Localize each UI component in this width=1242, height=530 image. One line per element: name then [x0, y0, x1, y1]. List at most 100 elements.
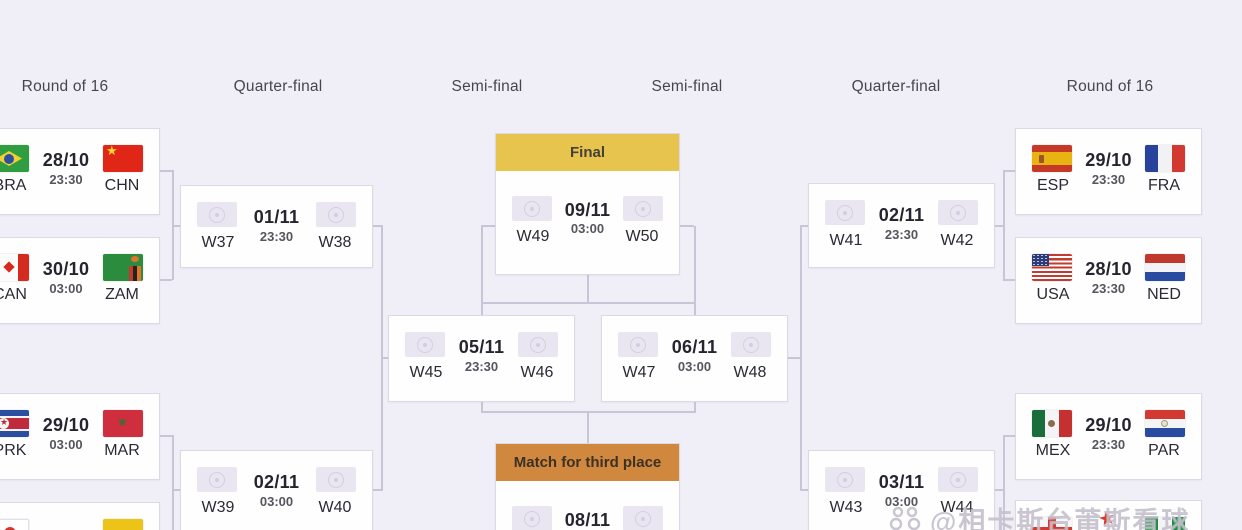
final-banner: Final — [496, 134, 679, 171]
team-code-away: CHN — [104, 177, 140, 194]
match-card-r16-right-2[interactable]: 28/10 23:30 USA NED — [1015, 237, 1202, 324]
connector-line — [172, 489, 180, 491]
column-header-quarter-final-left: Quarter-final — [233, 78, 323, 95]
match-date: 02/11 — [253, 472, 300, 492]
match-card-r16-left-3[interactable]: 29/10 03:00 PRK MAR — [0, 393, 160, 480]
match-date: 02/11 — [878, 205, 925, 225]
placeholder-flag — [938, 200, 978, 225]
placeholder-flag — [623, 196, 663, 221]
placeholder-flag — [618, 332, 658, 357]
match-time: 23:30 — [1091, 172, 1126, 187]
team-code-home: W43 — [829, 499, 863, 516]
connector-line — [172, 435, 174, 530]
match-date: 06/11 — [671, 337, 718, 357]
connector-line — [373, 225, 381, 227]
flag-zam — [103, 254, 143, 281]
team-code-away: FRA — [1148, 177, 1180, 194]
team-code-away: ZAM — [105, 286, 139, 303]
match-card-r16-right-1[interactable]: 29/10 23:30 ESP FRA — [1015, 128, 1202, 215]
connector-line — [694, 402, 696, 412]
match-card-r16-left-2[interactable]: 30/10 03:00 CAN ZAM — [0, 237, 160, 324]
match-card-semi-final-left[interactable]: 05/11 23:30 W45 W46 — [388, 315, 575, 402]
column-header-round-of-16-left: Round of 16 — [21, 78, 109, 95]
match-time: 03:00 — [884, 494, 919, 509]
match-date: 28/10 — [42, 150, 90, 170]
team-code-away: W40 — [318, 499, 352, 516]
match-time: 23:30 — [259, 229, 294, 244]
match-card-r16-right-4[interactable] — [1015, 500, 1202, 530]
team-code-home: USA — [1036, 286, 1070, 303]
team-code-home: W49 — [516, 228, 550, 245]
placeholder-flag — [825, 467, 865, 492]
team-code-home: W47 — [622, 364, 656, 381]
flag-chn — [103, 145, 143, 172]
flag-usa — [1032, 254, 1072, 281]
connector-line — [160, 170, 172, 172]
flag-mar — [103, 410, 143, 437]
connector-line — [481, 402, 483, 412]
team-code-away: W44 — [940, 499, 974, 516]
match-card-qf-right-1[interactable]: 02/11 23:30 W41 W42 — [808, 183, 995, 268]
connector-line — [1003, 170, 1015, 172]
watermark: @相卡斯台莆斯看球 — [888, 500, 1190, 530]
match-time: 23:30 — [49, 172, 83, 187]
connector-line — [680, 225, 694, 227]
connector-line — [1003, 170, 1005, 280]
placeholder-flag — [197, 467, 237, 492]
placeholder-flag — [512, 196, 552, 221]
connector-line — [481, 226, 483, 316]
team-code-home: W45 — [409, 364, 443, 381]
flag-fra — [1145, 145, 1185, 172]
placeholder-flag — [512, 506, 552, 530]
match-date: 09/11 — [564, 200, 611, 220]
placeholder-flag — [316, 467, 356, 492]
column-header-quarter-final-right: Quarter-final — [851, 78, 941, 95]
paw-icon — [889, 506, 921, 530]
match-card-r16-right-3[interactable]: 29/10 23:30 MEX PAR — [1015, 393, 1202, 480]
flag-prk — [0, 410, 29, 437]
connector-line — [587, 411, 589, 443]
team-code-away: W50 — [625, 228, 659, 245]
watermark-handle: @相卡斯台莆斯看球 — [930, 507, 1191, 530]
match-time: 23:30 — [464, 359, 499, 374]
match-date: 01/11 — [253, 207, 300, 227]
team-code-home: PRK — [0, 442, 27, 459]
team-code-home: ESP — [1036, 177, 1069, 194]
match-card-qf-right-2[interactable]: 03/11 03:00 W43 W44 — [808, 450, 995, 530]
placeholder-flag — [938, 467, 978, 492]
flag-mex — [1032, 410, 1072, 437]
connector-line — [172, 225, 180, 227]
match-time: 23:30 — [1091, 281, 1126, 296]
flag-par — [1145, 410, 1185, 437]
connector-line — [694, 226, 696, 316]
flag-eng — [1032, 517, 1072, 530]
column-header-semi-final-right: Semi-final — [651, 78, 723, 95]
match-card-final[interactable]: Final 09/11 03:00 W49 W50 — [495, 133, 680, 275]
placeholder-flag — [518, 332, 558, 357]
team-code-away: W46 — [520, 364, 554, 381]
match-time: 03:00 — [49, 437, 83, 452]
match-card-qf-left-1[interactable]: 01/11 23:30 W37 W38 — [180, 185, 373, 268]
team-code-home: CAN — [0, 286, 27, 303]
connector-line — [995, 225, 1003, 227]
match-date: 28/10 — [1085, 259, 1132, 279]
match-card-third-place[interactable]: Match for third place 08/11 — [495, 443, 680, 530]
match-date: 05/11 — [458, 337, 505, 357]
match-card-r16-left-1[interactable]: 28/10 23:30 BRA CHN — [0, 128, 160, 215]
placeholder-flag — [197, 202, 237, 227]
match-card-r16-left-4[interactable] — [0, 502, 160, 530]
team-code-home: BRA — [0, 177, 27, 194]
flag-col — [103, 519, 143, 530]
column-header-round-of-16-right: Round of 16 — [1066, 78, 1154, 95]
match-card-qf-left-2[interactable]: 02/11 03:00 W39 W40 — [180, 450, 373, 530]
team-code-home: W39 — [201, 499, 235, 516]
connector-line — [587, 275, 589, 303]
team-code-away: MAR — [104, 442, 140, 459]
match-card-semi-final-right[interactable]: 06/11 03:00 W47 W48 — [601, 315, 788, 402]
match-date: 30/10 — [42, 259, 90, 279]
connector-line — [481, 302, 696, 304]
placeholder-flag — [316, 202, 356, 227]
match-time: 23:30 — [884, 227, 919, 242]
connector-line — [373, 489, 381, 491]
team-code-home: MEX — [1035, 442, 1071, 459]
